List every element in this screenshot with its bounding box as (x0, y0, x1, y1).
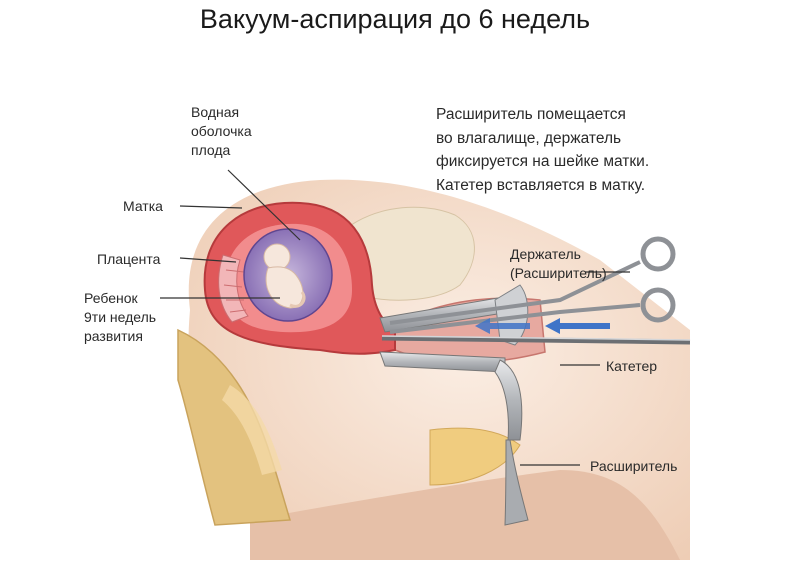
label-amniotic-sac: Водная оболочка плода (191, 104, 252, 158)
catheter (381, 335, 691, 345)
page-title: Вакуум-аспирация до 6 недель (199, 4, 591, 34)
label-fetus: Ребенок 9ти недель развития (84, 290, 157, 344)
label-holder: Держатель (Расширитель) (510, 246, 607, 281)
label-catheter: Катетер (606, 358, 658, 374)
label-placenta: Плацента (97, 251, 161, 267)
pelvic-bone (177, 328, 521, 526)
dilator-instrument (379, 284, 529, 526)
label-dilator: Расширитель (590, 458, 678, 474)
leader-lines (160, 169, 630, 466)
suction-flow-arrows (475, 318, 610, 334)
label-uterus: Матка (123, 198, 163, 214)
procedure-description: Расширитель помещается во влагалище, дер… (436, 106, 650, 194)
placenta (218, 254, 249, 323)
holder-instrument (389, 236, 676, 334)
